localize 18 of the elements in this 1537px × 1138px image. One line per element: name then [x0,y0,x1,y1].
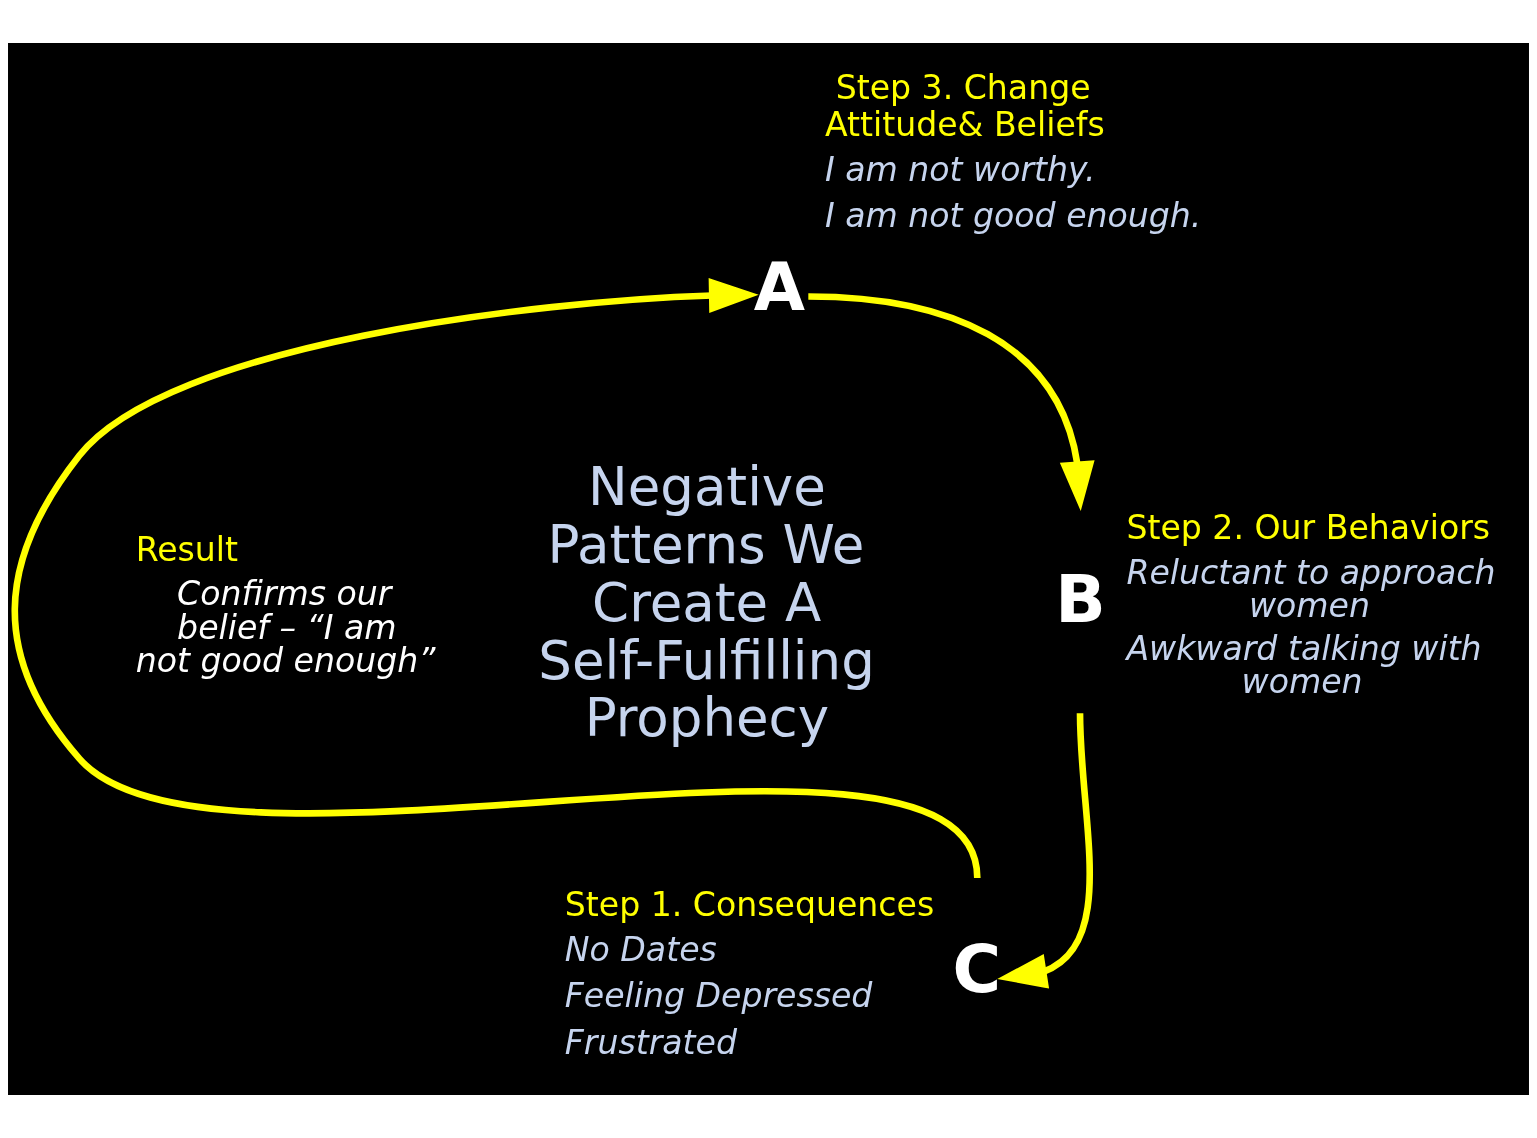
node-label: Step 2. Our Behaviors [1126,508,1491,548]
arrow [11,278,981,880]
node-label: I am not good enough. [824,195,1202,235]
node-text: B [1055,560,1106,639]
node-text: A [753,247,805,326]
node-label: Frustrated [564,1022,738,1062]
node-text: C [952,930,1002,1009]
node-label: No Dates [564,929,717,969]
label: Negative Patterns We Create A Self-Fulfilling Prophecy [538,455,875,750]
node-label: I am not worthy. [824,149,1096,189]
arrow [808,293,1095,512]
label: Confirms our belief – “I am not good enough” [135,574,436,680]
node-label: Awkward talking with women [1126,629,1482,702]
node-label: Step 3. Change Attitude& Beliefs [824,68,1105,144]
label: Result [135,529,239,569]
node-label: Feeling Depressed [564,976,873,1016]
node-label: Step 1. Consequences [564,885,935,925]
node-label: Reluctant to approach women [1126,552,1496,626]
